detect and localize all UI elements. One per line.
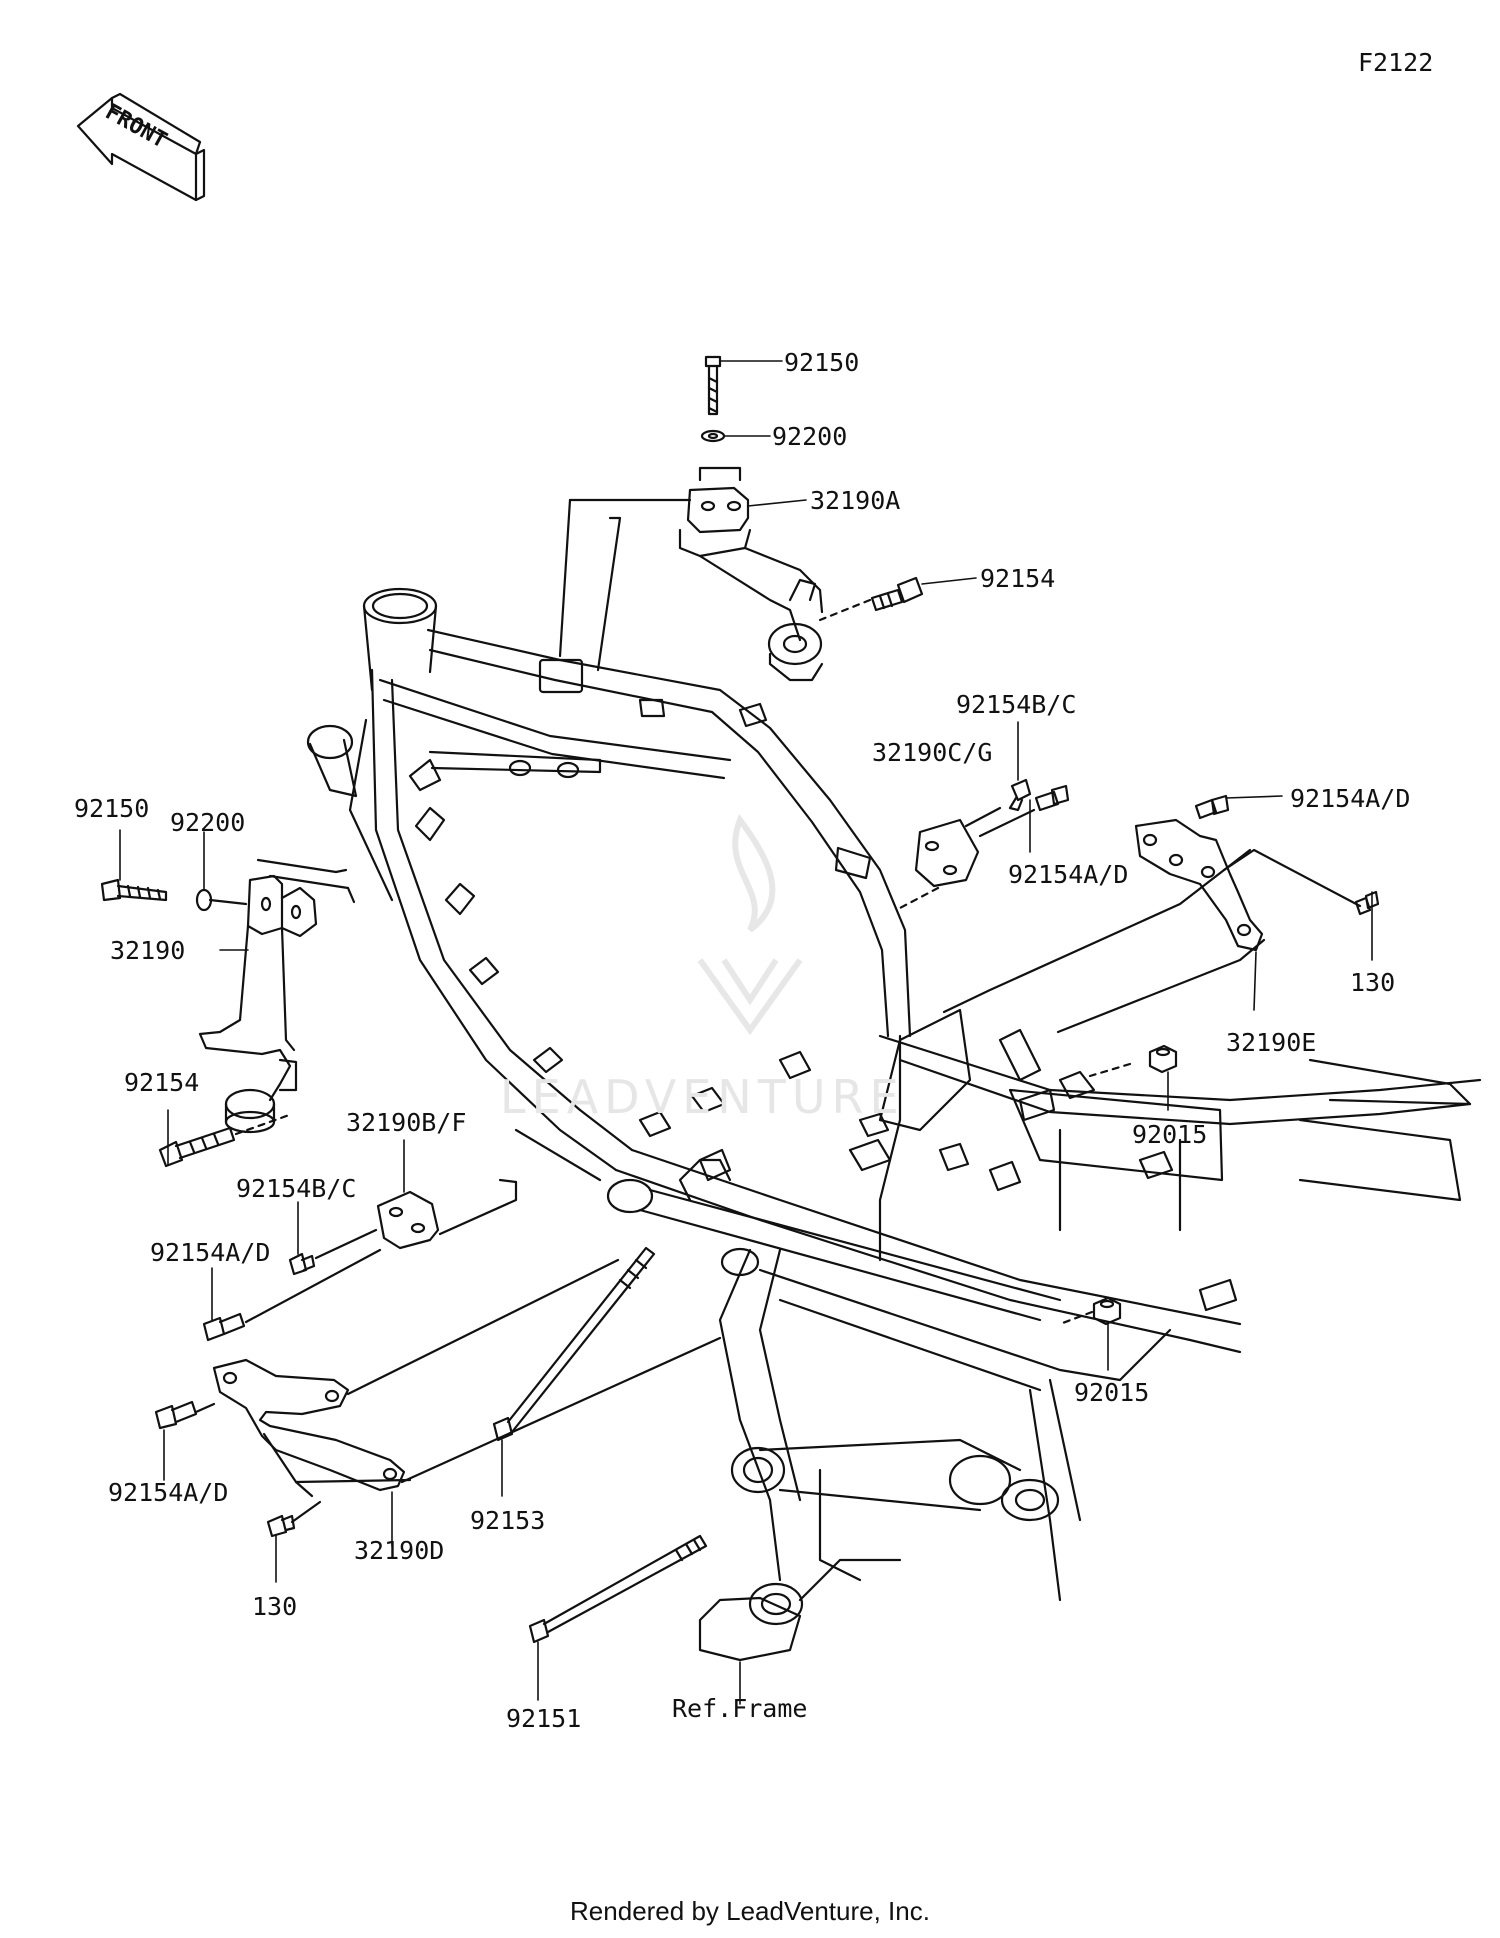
part-label-32190A[interactable]: 32190A bbox=[810, 486, 901, 515]
part-label-32190CG[interactable]: 32190C/G bbox=[872, 738, 993, 767]
part-label-92015-lower[interactable]: 92015 bbox=[1074, 1378, 1150, 1407]
part-label-130-left[interactable]: 130 bbox=[252, 1592, 298, 1621]
part-label-92200-top[interactable]: 92200 bbox=[772, 422, 848, 451]
part-label-92200-left[interactable]: 92200 bbox=[170, 808, 246, 837]
part-label-92154-left[interactable]: 92154 bbox=[124, 1068, 200, 1097]
bracket-32190e-icon bbox=[942, 794, 1380, 1034]
bracket-plate-32190bf-icon bbox=[202, 1128, 602, 1342]
bracket-plate-32190cg-icon bbox=[898, 778, 1070, 910]
part-label-92154BC-left[interactable]: 92154B/C bbox=[236, 1174, 357, 1203]
part-label-32190[interactable]: 32190 bbox=[110, 936, 186, 965]
part-label-92015-upper[interactable]: 92015 bbox=[1132, 1120, 1208, 1149]
part-label-92154-top[interactable]: 92154 bbox=[980, 564, 1056, 593]
part-label-92154AD-lower-left[interactable]: 92154A/D bbox=[108, 1478, 229, 1507]
reference-frame-label: Ref.Frame bbox=[672, 1694, 808, 1723]
part-label-92150-left[interactable]: 92150 bbox=[74, 794, 150, 823]
nut-92015-upper-icon bbox=[1148, 1044, 1178, 1074]
main-frame-icon bbox=[306, 587, 1482, 1662]
part-label-32190BF[interactable]: 32190B/F bbox=[346, 1108, 467, 1137]
part-label-130-right[interactable]: 130 bbox=[1350, 968, 1396, 997]
part-label-92154AD-left[interactable]: 92154A/D bbox=[150, 1238, 271, 1267]
part-label-92153[interactable]: 92153 bbox=[470, 1506, 546, 1535]
part-label-92150-top[interactable]: 92150 bbox=[784, 348, 860, 377]
part-label-32190D[interactable]: 32190D bbox=[354, 1536, 445, 1565]
watermark-logo-icon bbox=[697, 813, 803, 1036]
long-bolt-92153-icon bbox=[492, 1246, 656, 1442]
upper-engine-bracket-icon bbox=[558, 355, 924, 682]
nut-92015-lower-icon bbox=[1092, 1296, 1122, 1326]
part-label-32190E[interactable]: 32190E bbox=[1226, 1028, 1317, 1057]
part-label-92154AD-top-right[interactable]: 92154A/D bbox=[1290, 784, 1411, 813]
part-label-92154AD-mid-right[interactable]: 92154A/D bbox=[1008, 860, 1129, 889]
bracket-32190d-icon bbox=[154, 1258, 722, 1538]
footer-credit: Rendered by LeadVenture, Inc. bbox=[570, 1896, 930, 1926]
label-leader-lines bbox=[119, 360, 1373, 1705]
part-label-92151[interactable]: 92151 bbox=[506, 1704, 582, 1733]
diagram-code: F2122 bbox=[1358, 48, 1434, 77]
long-bolt-92151-icon bbox=[528, 1534, 708, 1644]
part-label-92154BC-right[interactable]: 92154B/C bbox=[956, 690, 1077, 719]
left-engine-bracket-icon bbox=[100, 858, 356, 1168]
front-arrow-icon bbox=[76, 92, 206, 202]
watermark-text: LEADVENTURE bbox=[500, 1070, 905, 1124]
